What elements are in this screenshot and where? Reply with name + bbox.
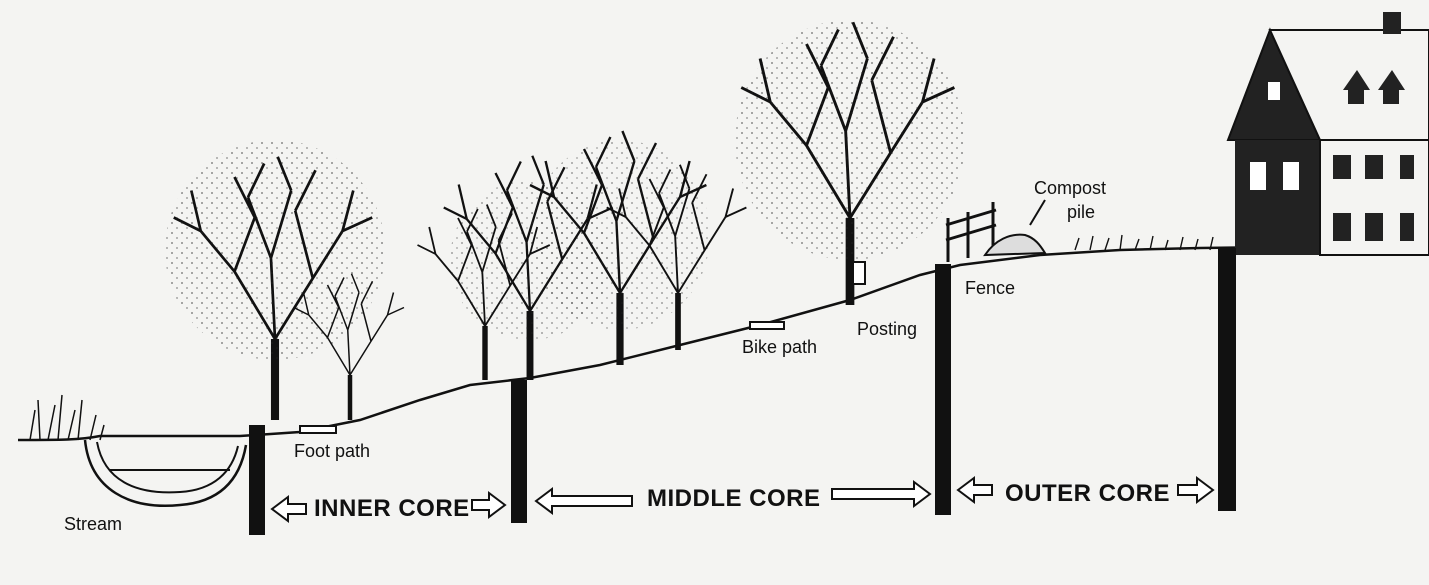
grass-icon (1074, 234, 1214, 251)
grass-icon (29, 394, 105, 441)
inner-core-label: INNER CORE (314, 495, 470, 522)
bike-path-marker (749, 321, 785, 330)
zone-divider (511, 380, 527, 523)
left-arrow-icon (270, 495, 307, 523)
posting-sign (852, 261, 866, 285)
stream-label: Stream (64, 514, 123, 534)
tree-icon (735, 20, 965, 305)
tree-icon (165, 140, 385, 420)
tree-icon (530, 131, 710, 365)
middle-core-label: MIDDLE CORE (647, 485, 821, 512)
house-icon (1226, 12, 1429, 256)
posting-label: Posting (857, 319, 918, 339)
compost-label-line2: pile (1067, 202, 1096, 222)
right-arrow-icon (471, 491, 507, 519)
compost-label-line1: Compost (1034, 178, 1107, 198)
outer-core-label: OUTER CORE (1005, 480, 1171, 507)
left-arrow-icon (956, 476, 993, 504)
foot-path-label: Foot path (294, 441, 371, 461)
fence-label: Fence (965, 278, 1016, 298)
stream-channel (83, 439, 248, 507)
zone-divider (249, 425, 265, 535)
foot-path-marker (299, 425, 337, 434)
right-arrow-icon (831, 480, 932, 508)
zone-divider (1218, 248, 1236, 511)
right-arrow-icon (1177, 476, 1215, 504)
left-arrow-icon (534, 487, 633, 515)
compost-pile-icon (983, 233, 1047, 257)
bike-path-label: Bike path (742, 337, 818, 357)
zone-divider (935, 264, 951, 515)
